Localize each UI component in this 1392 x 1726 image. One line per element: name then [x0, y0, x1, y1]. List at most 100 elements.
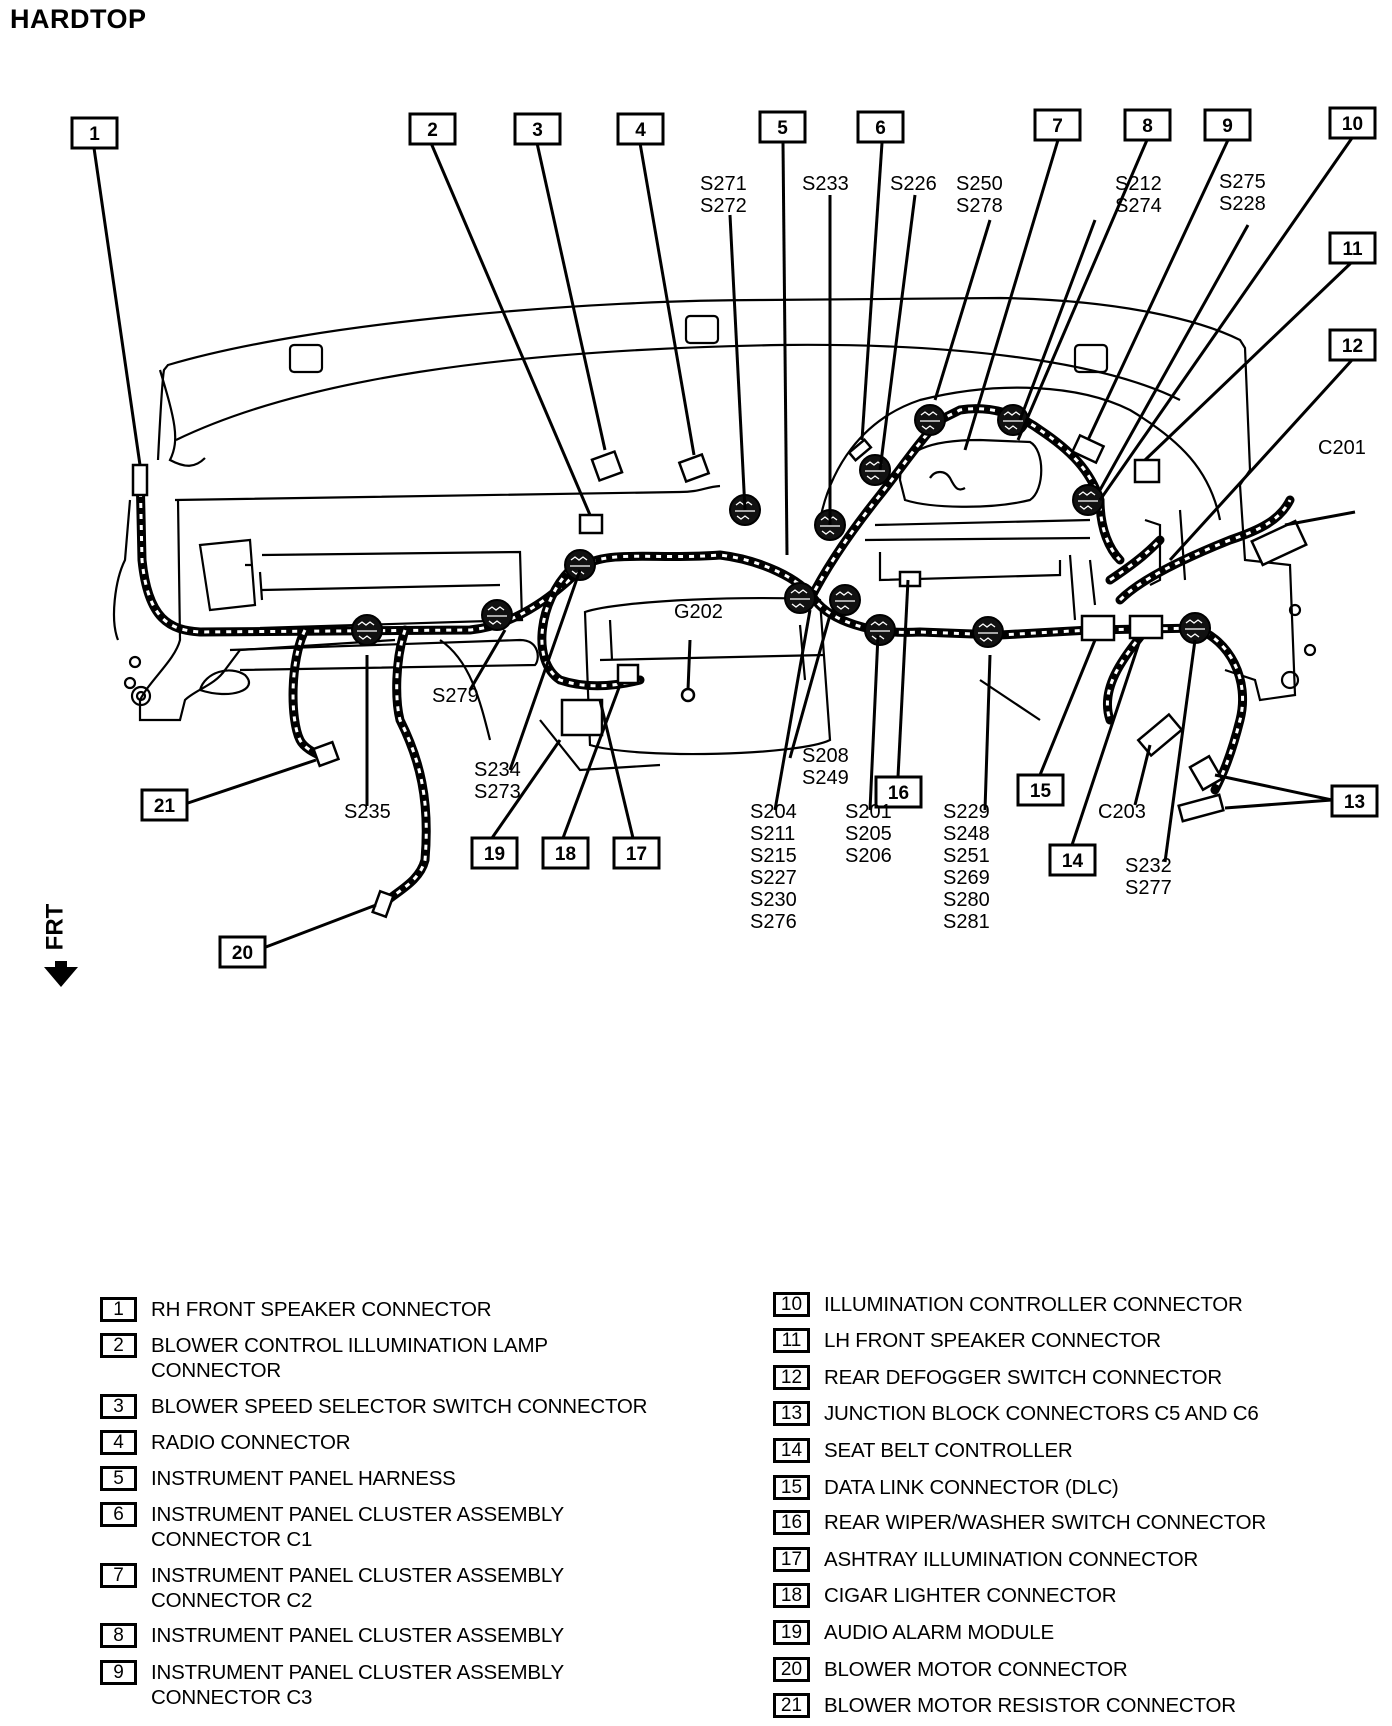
legend-description: AUDIO ALARM MODULE [824, 1621, 1054, 1644]
legend-number: 7 [100, 1563, 137, 1588]
splice-id: S212 [1115, 173, 1162, 195]
callout-box [513, 112, 562, 146]
splice-id: S233 [802, 173, 849, 195]
callout-box [758, 110, 807, 144]
front-indicator: FRT [41, 893, 78, 993]
legend-description: BLOWER CONTROL ILLUMINATION LAMP CONNECT… [151, 1334, 548, 1382]
legend-description: INSTRUMENT PANEL HARNESS [151, 1467, 456, 1490]
splice-icon [859, 454, 891, 486]
connectors [131, 433, 1308, 919]
splice-id: S234 [474, 759, 521, 781]
front-arrow-icon [44, 967, 78, 987]
splice-icon [972, 616, 1004, 648]
callout-box [470, 836, 519, 870]
splice-icon [864, 614, 896, 646]
callout-2: 2 [408, 112, 457, 146]
legend-description: REAR DEFOGGER SWITCH CONNECTOR [824, 1366, 1222, 1389]
splice-icon [351, 614, 383, 646]
splice-id: S228 [1219, 193, 1266, 215]
legend-description: LH FRONT SPEAKER CONNECTOR [824, 1329, 1161, 1352]
legend-number: 21 [773, 1693, 810, 1718]
callout-9: 9 [1203, 108, 1252, 142]
connector-seat-belt [1128, 614, 1164, 640]
splice-id: S232 [1125, 855, 1172, 877]
callout-number: 9 [1222, 116, 1233, 137]
callout-number: 1 [89, 124, 100, 145]
callout-box [1203, 108, 1252, 142]
callout-box [856, 110, 905, 144]
legend-number: 18 [773, 1583, 810, 1608]
splice-id: S230 [750, 889, 797, 911]
connector-c201 [1250, 519, 1308, 567]
splice-id: S281 [943, 911, 990, 933]
callout-box [616, 112, 665, 146]
callout-number: 12 [1342, 336, 1363, 357]
legend-number: 1 [100, 1297, 137, 1322]
leader-lines [92, 137, 1356, 952]
splice-label-s279: S279 [432, 685, 479, 707]
legend-description: RH FRONT SPEAKER CONNECTOR [151, 1298, 492, 1321]
connector-rear-wiper [898, 570, 922, 588]
legend-number: 6 [100, 1502, 137, 1527]
legend-description: RADIO CONNECTOR [151, 1431, 351, 1454]
splice-label-g202: G202 [674, 601, 723, 623]
splice-id: S251 [943, 845, 990, 867]
callout-number: 4 [635, 120, 646, 141]
splice-id: S227 [750, 867, 797, 889]
splice-group [351, 404, 1211, 648]
legend-number: 5 [100, 1466, 137, 1491]
callout-box [1328, 328, 1377, 362]
legend-description: ILLUMINATION CONTROLLER CONNECTOR [824, 1293, 1243, 1316]
connector-blower-resistor [311, 740, 341, 768]
splice-label-c203: C203 [1098, 801, 1146, 823]
connector-blower-speed [590, 449, 624, 483]
splice-id: S275 [1219, 171, 1266, 193]
legend-number: 11 [773, 1328, 810, 1353]
splice-icon [914, 404, 946, 436]
legend-description: JUNCTION BLOCK CONNECTORS C5 AND C6 [824, 1402, 1259, 1425]
splice-id: S274 [1115, 195, 1162, 217]
callout-15: 15 [1016, 773, 1065, 807]
connector-rh-speaker [131, 463, 149, 497]
callout-number: 2 [427, 120, 438, 141]
callout-box [541, 836, 590, 870]
callout-number: 14 [1062, 851, 1084, 872]
callout-box [612, 836, 661, 870]
callout-11: 11 [1328, 231, 1377, 265]
callout-number: 10 [1342, 114, 1363, 135]
legend-description: BLOWER SPEED SELECTOR SWITCH CONNECTOR [151, 1395, 648, 1418]
splice-id: S279 [432, 685, 479, 707]
callout-number: 11 [1342, 239, 1363, 260]
callout-box [1328, 231, 1377, 265]
connector-radio [677, 452, 711, 484]
splice-id: S280 [943, 889, 990, 911]
legend-item: 1 RH FRONT SPEAKER CONNECTOR [100, 1297, 492, 1322]
splice-id: S276 [750, 911, 797, 933]
callout-number: 5 [777, 118, 788, 139]
legend-number: 19 [773, 1620, 810, 1645]
connector-jb-c5 [1188, 754, 1224, 792]
connector-blower-motor [371, 889, 395, 919]
callout-box [1330, 784, 1379, 818]
connector-cluster-c3 [1070, 433, 1106, 465]
legend-description: BLOWER MOTOR CONNECTOR [824, 1658, 1128, 1681]
legend-number: 10 [773, 1292, 810, 1317]
callout-number: 16 [888, 783, 909, 804]
callout-number: 15 [1030, 781, 1052, 802]
callout-3: 3 [513, 112, 562, 146]
